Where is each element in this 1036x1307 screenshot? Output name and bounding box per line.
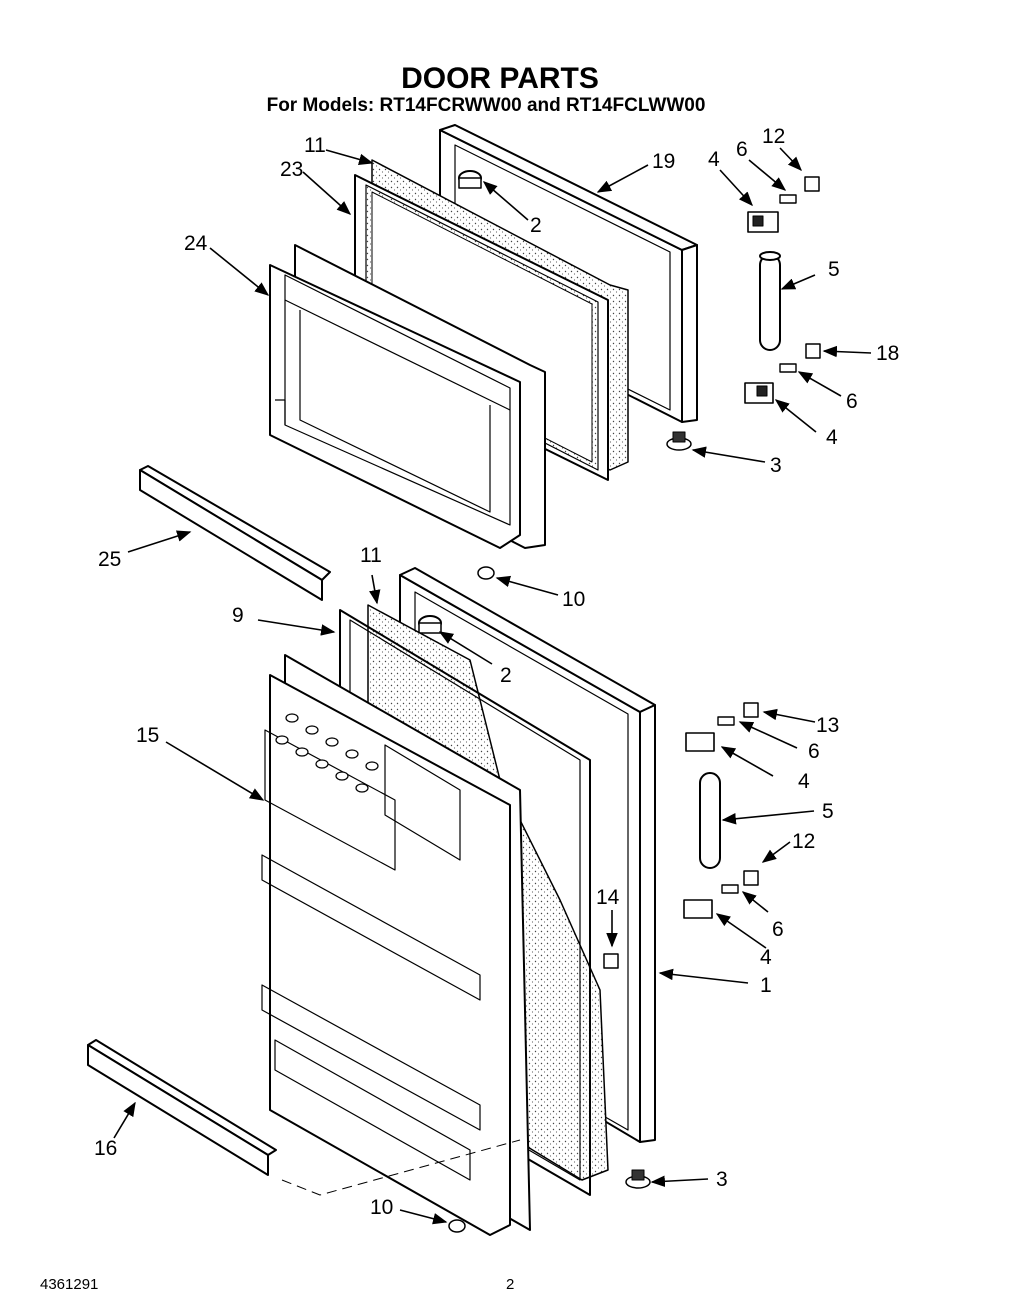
callout-24: 24 [184, 232, 208, 255]
top-hinge-assembly [747, 176, 820, 233]
callout-11-lower: 11 [360, 544, 382, 567]
callout-4-lower-a: 4 [798, 770, 810, 793]
callout-10-upper: 10 [562, 588, 585, 611]
document-number: 4361291 [40, 1276, 99, 1293]
callout-5-lower: 5 [822, 800, 834, 823]
callout-18: 18 [876, 342, 899, 365]
callout-5-upper: 5 [828, 258, 840, 281]
page-title: DOOR PARTS [401, 62, 599, 95]
callout-11-upper: 11 [304, 134, 326, 157]
callout-2-upper: 2 [530, 214, 542, 237]
fresh-food-door-liner [261, 654, 531, 1236]
callout-6-top: 6 [736, 138, 748, 161]
callout-10-lower: 10 [370, 1196, 393, 1219]
callout-3-upper: 3 [770, 454, 782, 477]
page-number: 2 [506, 1276, 515, 1293]
callout-1: 1 [760, 974, 772, 997]
lower-hinge-assemblies [603, 702, 759, 1189]
callout-25: 25 [98, 548, 121, 571]
callout-9: 9 [232, 604, 244, 627]
callout-13: 13 [816, 714, 839, 737]
callout-14: 14 [596, 886, 620, 909]
callout-15: 15 [136, 724, 159, 747]
fresh-food-trim-strip [87, 1039, 521, 1196]
callout-6-lower-b: 6 [772, 918, 784, 941]
callout-19: 19 [652, 150, 675, 173]
hinge-pin-upper [759, 251, 781, 351]
freezer-trim-strip [139, 465, 331, 601]
callout-3-lower: 3 [716, 1168, 728, 1191]
callout-23: 23 [280, 158, 303, 181]
callout-2-lower: 2 [500, 664, 512, 687]
callout-12-lower: 12 [792, 830, 815, 853]
middle-hinge-assembly [666, 343, 821, 451]
callout-6-middle: 6 [846, 390, 858, 413]
callout-4-lower-b: 4 [760, 946, 772, 969]
page-subtitle: For Models: RT14FCRWW00 and RT14FCLWW00 [266, 95, 706, 116]
callout-12-upper: 12 [762, 125, 785, 148]
callout-16: 16 [94, 1137, 117, 1160]
freezer-door-liner [269, 244, 546, 549]
callout-4-top: 4 [708, 148, 720, 171]
screws [448, 566, 495, 1233]
callout-6-lower-a: 6 [808, 740, 820, 763]
callout-4-middle: 4 [826, 426, 838, 449]
